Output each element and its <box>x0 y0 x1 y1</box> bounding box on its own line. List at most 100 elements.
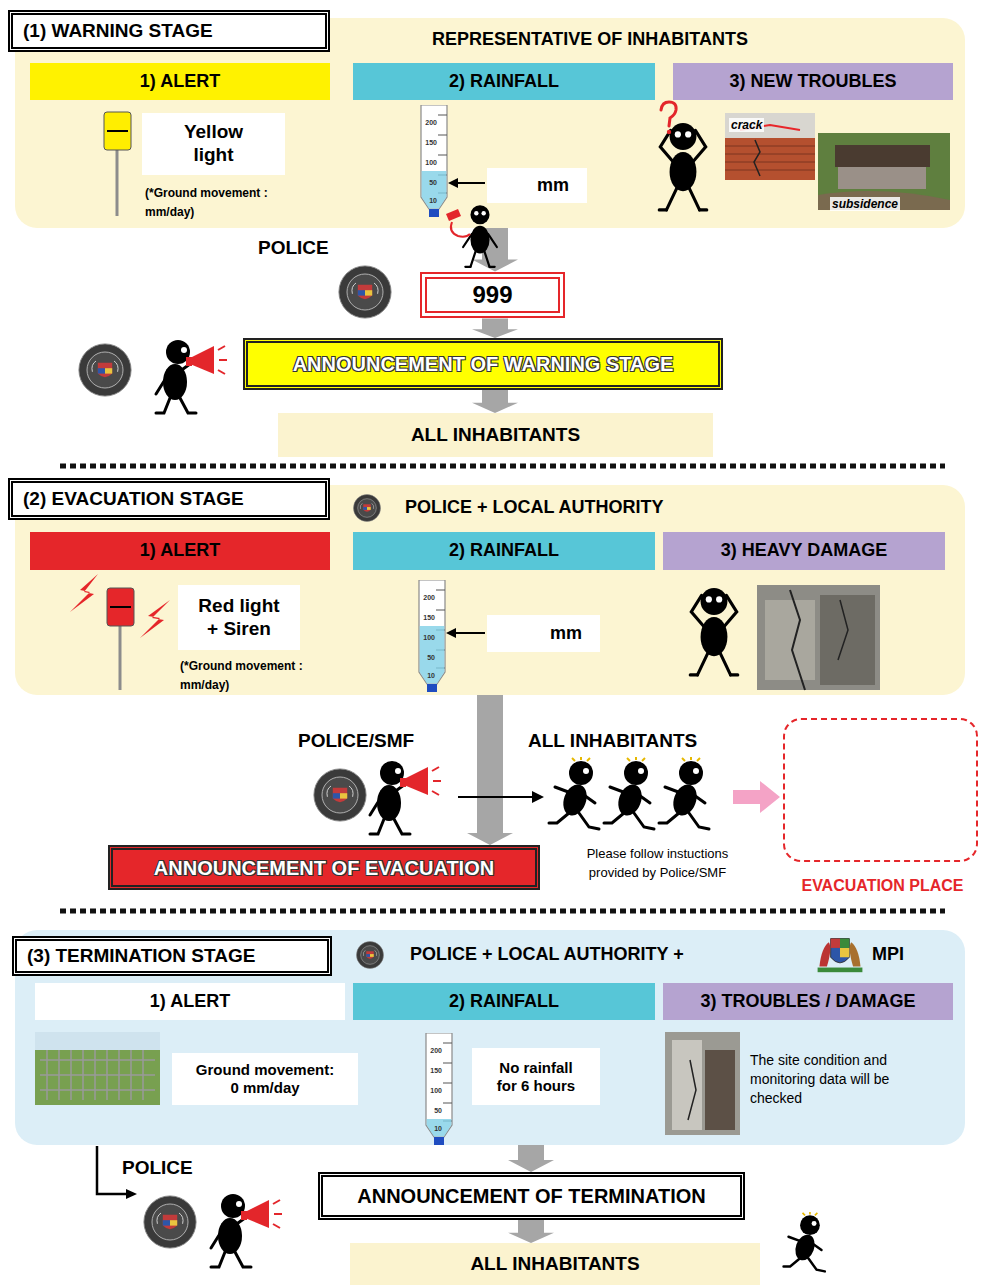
note-label: Please follow instuctions provided by Po… <box>587 846 729 880</box>
alert-sign <box>107 130 128 132</box>
box-text: Ground movement: 0 mm/day <box>193 1061 338 1097</box>
megaphone-person <box>156 340 227 413</box>
box-text: ANNOUNCEMENT OF EVACUATION <box>154 856 494 880</box>
text-holder: 10 <box>419 663 435 682</box>
alert-sign <box>119 626 122 690</box>
text-holder: 150 <box>421 130 437 149</box>
damage-photo <box>820 595 875 685</box>
header-bar: 1) ALERT <box>35 983 345 1020</box>
gauge-tick: 100 <box>430 1087 442 1094</box>
box-text: (3) TERMINATION STAGE <box>27 945 255 968</box>
coat-of-arms <box>818 939 863 973</box>
rain-gauge <box>426 1033 452 1145</box>
text-holder: 100 <box>419 625 435 644</box>
instruction-arrow <box>458 791 544 803</box>
gauge-tick: 200 <box>430 1047 442 1054</box>
header-bar: 1) ALERT <box>30 63 330 100</box>
megaphone-person <box>211 1194 282 1267</box>
stage-title: (3) TERMINATION STAGE <box>12 936 332 976</box>
crack-photo <box>725 146 815 147</box>
text-holder: 200 <box>421 110 437 129</box>
rain-gauge <box>419 580 445 692</box>
damage-photo <box>765 600 815 680</box>
police-badge <box>356 941 383 968</box>
fence-photo <box>40 1074 155 1076</box>
box-text: 999 <box>472 281 512 310</box>
box-text: ANNOUNCEMENT OF WARNING STAGE <box>293 352 674 376</box>
alert-sign <box>110 606 131 608</box>
evacuation-arrow <box>733 781 780 813</box>
value-box: Yellow light <box>142 113 285 175</box>
announcement-box: ANNOUNCEMENT OF TERMINATION <box>318 1172 745 1220</box>
stage-panel: POLICE + LOCAL AUTHORITY (2) EVACUATION S… <box>15 485 965 695</box>
box-text: Red light + Siren <box>192 595 287 641</box>
gauge-tick: 150 <box>425 139 437 146</box>
text-holder: POLICE <box>122 1157 222 1180</box>
bent-arrow <box>126 1189 137 1199</box>
box-text: mm <box>537 175 569 197</box>
text-holder: (*Ground movement : mm/day) <box>180 655 305 693</box>
pointer-arrow <box>446 628 485 638</box>
worried-person <box>690 588 738 675</box>
text-holder: MPI <box>872 944 942 966</box>
panel-heading: POLICE + LOCAL AUTHORITY <box>405 497 664 517</box>
text-holder: 150 <box>419 605 435 624</box>
text-holder: The site condition and monitoring data w… <box>750 1050 945 1108</box>
site-photo <box>665 1032 740 1135</box>
rain-gauge <box>422 171 447 209</box>
box-text: ANNOUNCEMENT OF TERMINATION <box>357 1184 706 1208</box>
fence-photo <box>40 1050 155 1100</box>
box-text: 3) HEAVY DAMAGE <box>721 540 887 562</box>
stage-title: (1) WARNING STAGE <box>8 10 330 52</box>
header-bar: 3) NEW TROUBLES <box>673 63 953 100</box>
place-label: EVACUATION PLACE <box>801 877 963 894</box>
box-text: 2) RAINFALL <box>449 540 559 562</box>
site-photo <box>665 1032 740 1135</box>
box-text: 2) RAINFALL <box>449 991 559 1013</box>
police-badge <box>79 344 131 396</box>
gauge-tick: 10 <box>427 672 435 679</box>
text-holder: 200 <box>419 585 435 604</box>
note-label: subsidence <box>830 197 900 211</box>
text-holder: (*Ground movement : mm/day) <box>145 182 270 220</box>
gauge-tick: 150 <box>423 614 435 621</box>
phoning-person <box>451 222 470 237</box>
gauge-tick: 100 <box>423 634 435 641</box>
separator-line <box>60 909 945 914</box>
subsidence-photo <box>818 191 950 210</box>
panel-heading: POLICE + LOCAL AUTHORITY + <box>410 944 684 964</box>
worried-person <box>661 102 676 126</box>
running-person <box>659 757 709 829</box>
block-arrow <box>508 1145 554 1172</box>
stage-panel: POLICE + LOCAL AUTHORITY + MPI (3) TERMINA… <box>15 930 965 1145</box>
fence-photo <box>35 1032 160 1050</box>
rain-gauge <box>421 105 447 217</box>
rain-gauge <box>421 105 447 217</box>
running-person <box>784 1212 825 1271</box>
rain-gauge <box>427 1119 452 1137</box>
announcement-box: ANNOUNCEMENT OF EVACUATION <box>108 845 540 890</box>
note-label: POLICE/SMF <box>298 730 414 751</box>
text-holder: REPRESENTATIVE OF INHABITANTS <box>390 29 790 51</box>
audience-box: ALL INHABITANTS <box>350 1243 760 1285</box>
text-holder: 50 <box>426 1098 442 1117</box>
damage-photo <box>757 585 880 690</box>
block-arrow <box>508 1220 554 1243</box>
police-badge <box>144 1196 196 1248</box>
megaphone-person <box>370 761 441 834</box>
box-text: (2) EVACUATION STAGE <box>23 488 244 511</box>
header-bar: 3) HEAVY DAMAGE <box>663 532 945 570</box>
text-holder: 10 <box>421 188 437 207</box>
police-badge <box>314 769 366 821</box>
fence-photo <box>40 1089 155 1091</box>
value-box: mm <box>487 615 600 652</box>
gauge-tick: 150 <box>430 1067 442 1074</box>
phoning-person <box>446 205 497 267</box>
damage-photo <box>838 600 848 660</box>
text-holder: subsidence <box>830 193 912 212</box>
note-label: (*Ground movement : mm/day) <box>145 186 268 219</box>
alert-sign <box>116 150 119 216</box>
subsidence-photo <box>818 133 950 210</box>
pointer-arrow <box>457 182 485 184</box>
alert-sign <box>104 112 131 216</box>
